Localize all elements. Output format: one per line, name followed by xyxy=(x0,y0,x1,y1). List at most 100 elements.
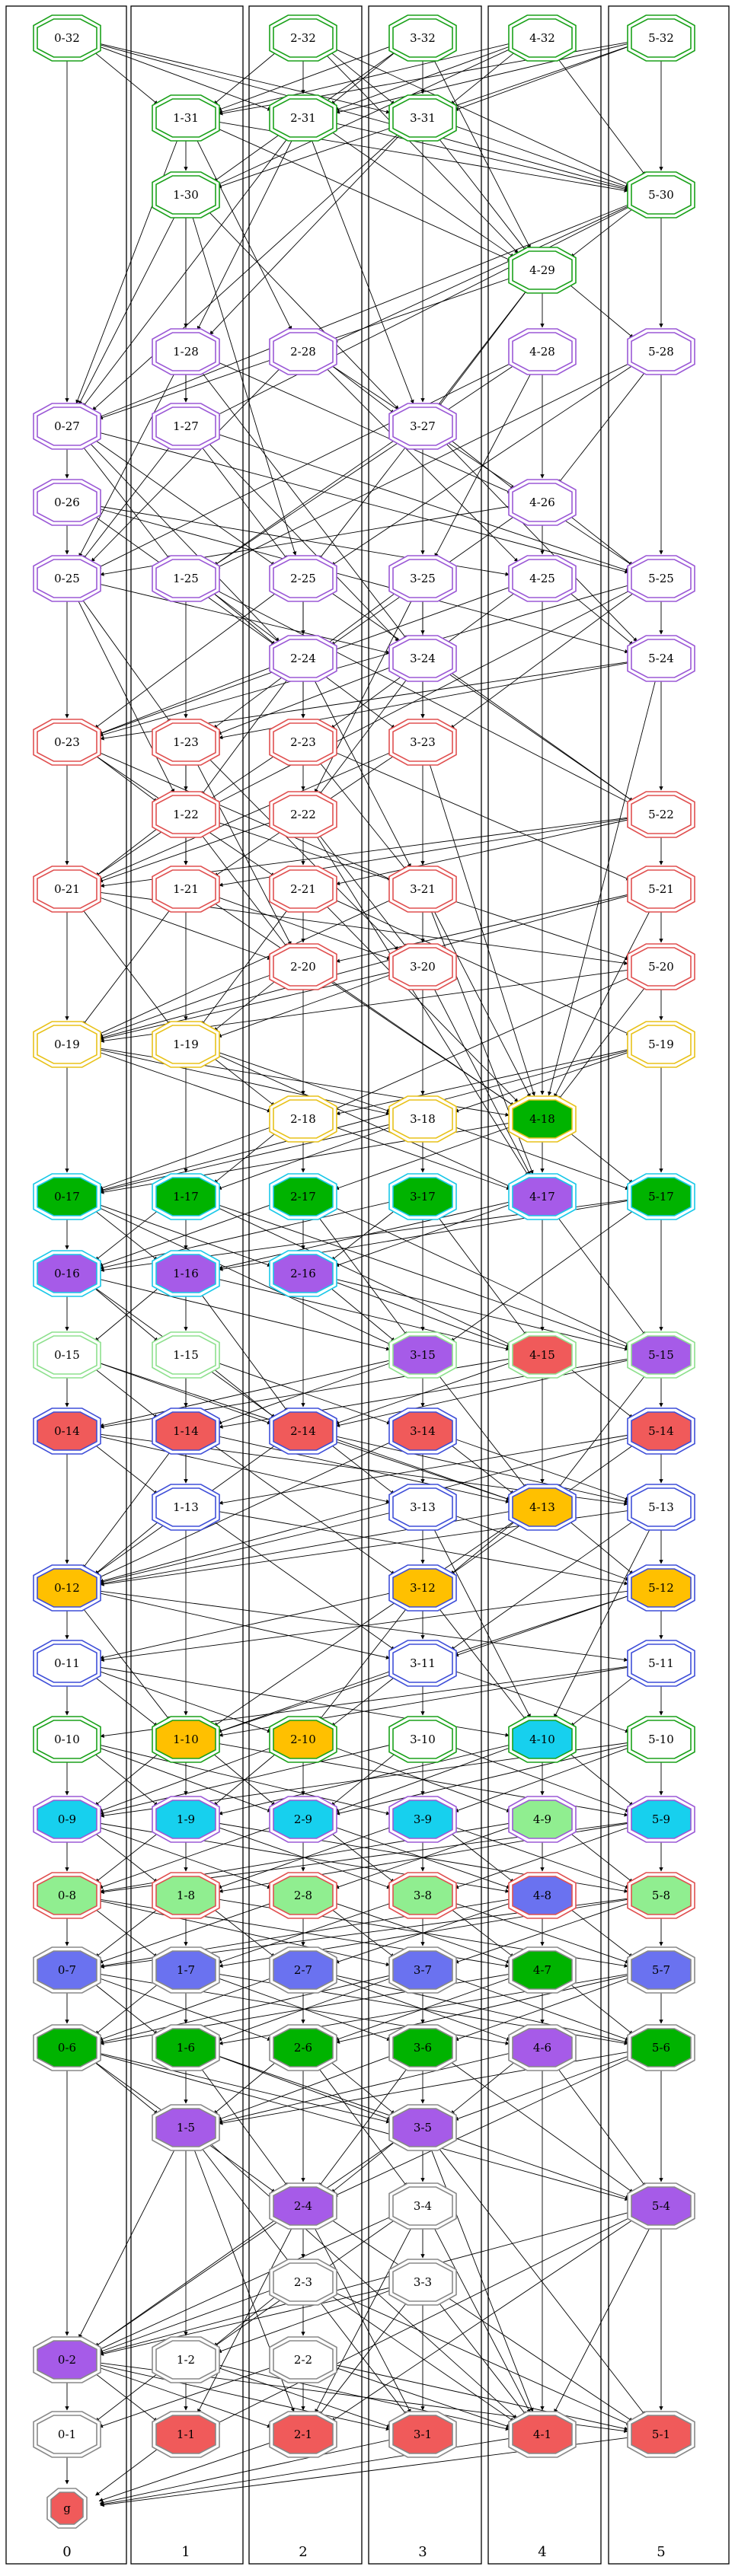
node-3-21[interactable]: 3-21 xyxy=(388,866,457,913)
node-3-5[interactable]: 3-5 xyxy=(388,2104,457,2151)
node-2-1[interactable]: 2-1 xyxy=(269,2411,337,2458)
node-0-1[interactable]: 0-1 xyxy=(33,2411,101,2458)
node-4-25[interactable]: 4-25 xyxy=(508,555,577,602)
node-3-32[interactable]: 3-32 xyxy=(388,14,457,62)
node-2-25[interactable]: 2-25 xyxy=(269,555,337,602)
node-5-22[interactable]: 5-22 xyxy=(627,791,695,838)
node-0-10[interactable]: 0-10 xyxy=(33,1716,101,1763)
node-3-20[interactable]: 3-20 xyxy=(388,943,457,990)
node-1-7[interactable]: 1-7 xyxy=(152,1946,220,1994)
node-2-8[interactable]: 2-8 xyxy=(269,1872,337,1919)
node-1-25[interactable]: 1-25 xyxy=(152,555,220,602)
node-0-25[interactable]: 0-25 xyxy=(33,555,101,602)
node-2-3[interactable]: 2-3 xyxy=(269,2259,337,2306)
node-2-28[interactable]: 2-28 xyxy=(269,328,337,375)
node-5-8[interactable]: 5-8 xyxy=(627,1872,695,1919)
node-5-32[interactable]: 5-32 xyxy=(627,14,695,62)
node-g[interactable]: g xyxy=(46,2488,88,2529)
node-3-17[interactable]: 3-17 xyxy=(388,1173,457,1220)
node-3-23[interactable]: 3-23 xyxy=(388,719,457,766)
node-0-17[interactable]: 0-17 xyxy=(33,1173,101,1220)
node-3-4[interactable]: 3-4 xyxy=(388,2182,457,2230)
node-4-32[interactable]: 4-32 xyxy=(508,14,577,62)
node-1-27[interactable]: 1-27 xyxy=(152,403,220,450)
node-5-24[interactable]: 5-24 xyxy=(627,635,695,682)
node-1-13[interactable]: 1-13 xyxy=(152,1484,220,1531)
node-1-2[interactable]: 1-2 xyxy=(152,2336,220,2383)
node-4-17[interactable]: 4-17 xyxy=(508,1173,577,1220)
node-0-8[interactable]: 0-8 xyxy=(33,1872,101,1919)
node-5-1[interactable]: 5-1 xyxy=(627,2411,695,2458)
node-3-15[interactable]: 3-15 xyxy=(388,1331,457,1379)
node-0-27[interactable]: 0-27 xyxy=(33,403,101,450)
node-2-2[interactable]: 2-2 xyxy=(269,2336,337,2383)
node-1-15[interactable]: 1-15 xyxy=(152,1331,220,1379)
node-3-25[interactable]: 3-25 xyxy=(388,555,457,602)
node-0-2[interactable]: 0-2 xyxy=(33,2336,101,2383)
node-3-31[interactable]: 3-31 xyxy=(388,94,457,142)
node-4-29[interactable]: 4-29 xyxy=(508,247,577,294)
node-2-9[interactable]: 2-9 xyxy=(269,1796,337,1843)
node-3-9[interactable]: 3-9 xyxy=(388,1796,457,1843)
node-1-1[interactable]: 1-1 xyxy=(152,2411,220,2458)
node-2-7[interactable]: 2-7 xyxy=(269,1946,337,1994)
node-0-7[interactable]: 0-7 xyxy=(33,1946,101,1994)
node-5-25[interactable]: 5-25 xyxy=(627,555,695,602)
node-2-23[interactable]: 2-23 xyxy=(269,719,337,766)
node-0-32[interactable]: 0-32 xyxy=(33,14,101,62)
node-5-14[interactable]: 5-14 xyxy=(627,1408,695,1455)
node-0-23[interactable]: 0-23 xyxy=(33,719,101,766)
node-1-30[interactable]: 1-30 xyxy=(152,171,220,218)
node-3-6[interactable]: 3-6 xyxy=(388,2024,457,2071)
node-1-28[interactable]: 1-28 xyxy=(152,328,220,375)
node-1-22[interactable]: 1-22 xyxy=(152,791,220,838)
node-5-21[interactable]: 5-21 xyxy=(627,866,695,913)
node-4-28[interactable]: 4-28 xyxy=(508,328,577,375)
node-2-10[interactable]: 2-10 xyxy=(269,1716,337,1763)
node-3-8[interactable]: 3-8 xyxy=(388,1872,457,1919)
node-0-11[interactable]: 0-11 xyxy=(33,1640,101,1687)
node-2-21[interactable]: 2-21 xyxy=(269,866,337,913)
node-4-1[interactable]: 4-1 xyxy=(508,2411,577,2458)
node-1-6[interactable]: 1-6 xyxy=(152,2024,220,2071)
node-1-17[interactable]: 1-17 xyxy=(152,1173,220,1220)
node-3-18[interactable]: 3-18 xyxy=(388,1095,457,1143)
node-5-28[interactable]: 5-28 xyxy=(627,328,695,375)
node-3-3[interactable]: 3-3 xyxy=(388,2259,457,2306)
node-0-9[interactable]: 0-9 xyxy=(33,1796,101,1843)
node-2-6[interactable]: 2-6 xyxy=(269,2024,337,2071)
node-5-13[interactable]: 5-13 xyxy=(627,1484,695,1531)
node-0-19[interactable]: 0-19 xyxy=(33,1021,101,1068)
node-1-21[interactable]: 1-21 xyxy=(152,866,220,913)
node-5-20[interactable]: 5-20 xyxy=(627,943,695,990)
node-3-14[interactable]: 3-14 xyxy=(388,1408,457,1455)
node-3-24[interactable]: 3-24 xyxy=(388,635,457,682)
node-2-24[interactable]: 2-24 xyxy=(269,635,337,682)
node-4-26[interactable]: 4-26 xyxy=(508,479,577,526)
node-2-20[interactable]: 2-20 xyxy=(269,943,337,990)
node-3-7[interactable]: 3-7 xyxy=(388,1946,457,1994)
node-1-5[interactable]: 1-5 xyxy=(152,2104,220,2151)
node-2-4[interactable]: 2-4 xyxy=(269,2182,337,2230)
node-3-11[interactable]: 3-11 xyxy=(388,1640,457,1687)
node-0-12[interactable]: 0-12 xyxy=(33,1564,101,1612)
node-4-13[interactable]: 4-13 xyxy=(508,1484,577,1531)
node-0-14[interactable]: 0-14 xyxy=(33,1408,101,1455)
node-1-14[interactable]: 1-14 xyxy=(152,1408,220,1455)
node-5-7[interactable]: 5-7 xyxy=(627,1946,695,1994)
node-5-17[interactable]: 5-17 xyxy=(627,1173,695,1220)
node-2-32[interactable]: 2-32 xyxy=(269,14,337,62)
node-1-16[interactable]: 1-16 xyxy=(152,1250,220,1297)
node-4-6[interactable]: 4-6 xyxy=(508,2024,577,2071)
node-4-8[interactable]: 4-8 xyxy=(508,1872,577,1919)
node-2-17[interactable]: 2-17 xyxy=(269,1173,337,1220)
node-4-15[interactable]: 4-15 xyxy=(508,1331,577,1379)
node-2-14[interactable]: 2-14 xyxy=(269,1408,337,1455)
node-4-18[interactable]: 4-18 xyxy=(508,1095,577,1143)
node-5-19[interactable]: 5-19 xyxy=(627,1021,695,1068)
node-2-18[interactable]: 2-18 xyxy=(269,1095,337,1143)
node-5-6[interactable]: 5-6 xyxy=(627,2024,695,2071)
node-0-26[interactable]: 0-26 xyxy=(33,479,101,526)
node-5-9[interactable]: 5-9 xyxy=(627,1796,695,1843)
node-2-16[interactable]: 2-16 xyxy=(269,1250,337,1297)
